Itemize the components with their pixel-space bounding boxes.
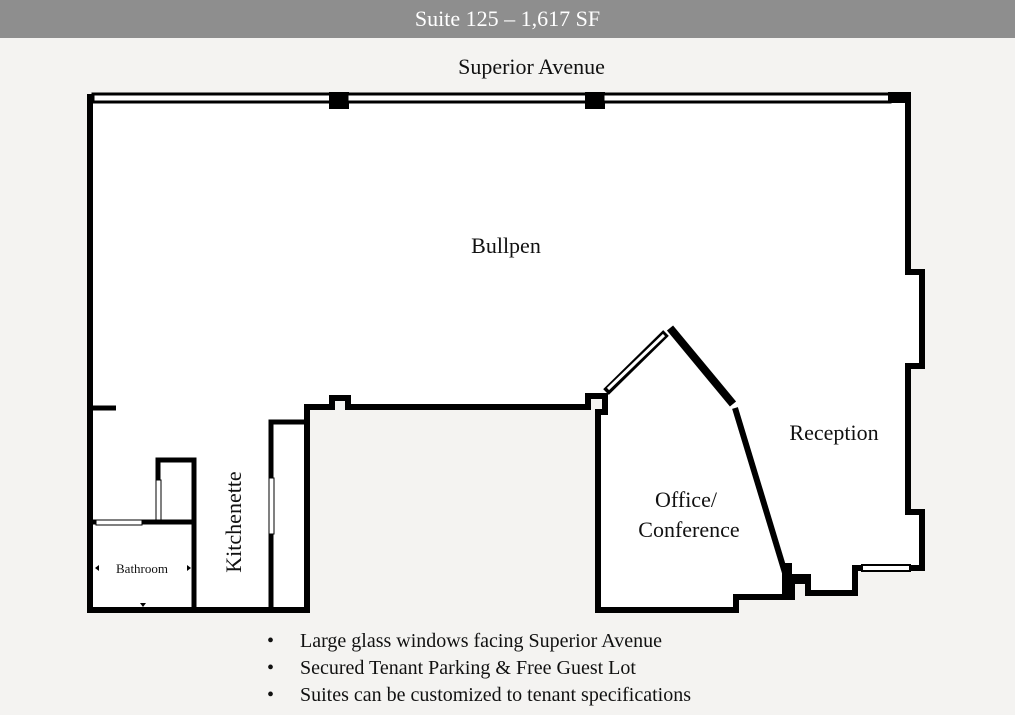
window-mullion-2 [585,92,605,103]
suite-floor [90,97,922,610]
office-walls [603,325,808,597]
room-label-kitchenette: Kitchenette [221,471,246,572]
window-mullion-1-foot [329,103,349,109]
feature-item: Large glass windows facing Superior Aven… [263,628,691,655]
window-mullion-2-foot [585,103,605,109]
front-windows [91,92,911,109]
street-label: Superior Avenue [458,54,605,79]
room-label-reception: Reception [789,420,878,445]
room-label-office: Office/ [655,487,718,512]
window-mullion-1 [329,92,349,103]
room-label-bullpen: Bullpen [471,233,541,258]
room-label-conference: Conference [638,517,739,542]
corner-post [888,92,911,103]
window-pane-3 [601,92,892,104]
room-label-bathroom: Bathroom [116,561,168,576]
bathroom-markers [95,565,191,607]
feature-item: Secured Tenant Parking & Free Guest Lot [263,655,691,682]
bathroom-window [95,519,143,526]
window-pane-2 [345,92,589,104]
feature-item: Suites can be customized to tenant speci… [263,682,691,709]
exterior-walls [87,94,925,613]
kitchenette-window [268,477,275,535]
window-pane-1 [91,92,333,104]
closet-window [155,479,162,521]
reception-window [861,564,911,572]
feature-list: Large glass windows facing Superior Aven… [263,628,691,709]
page-title: Suite 125 – 1,617 SF [0,0,1015,38]
